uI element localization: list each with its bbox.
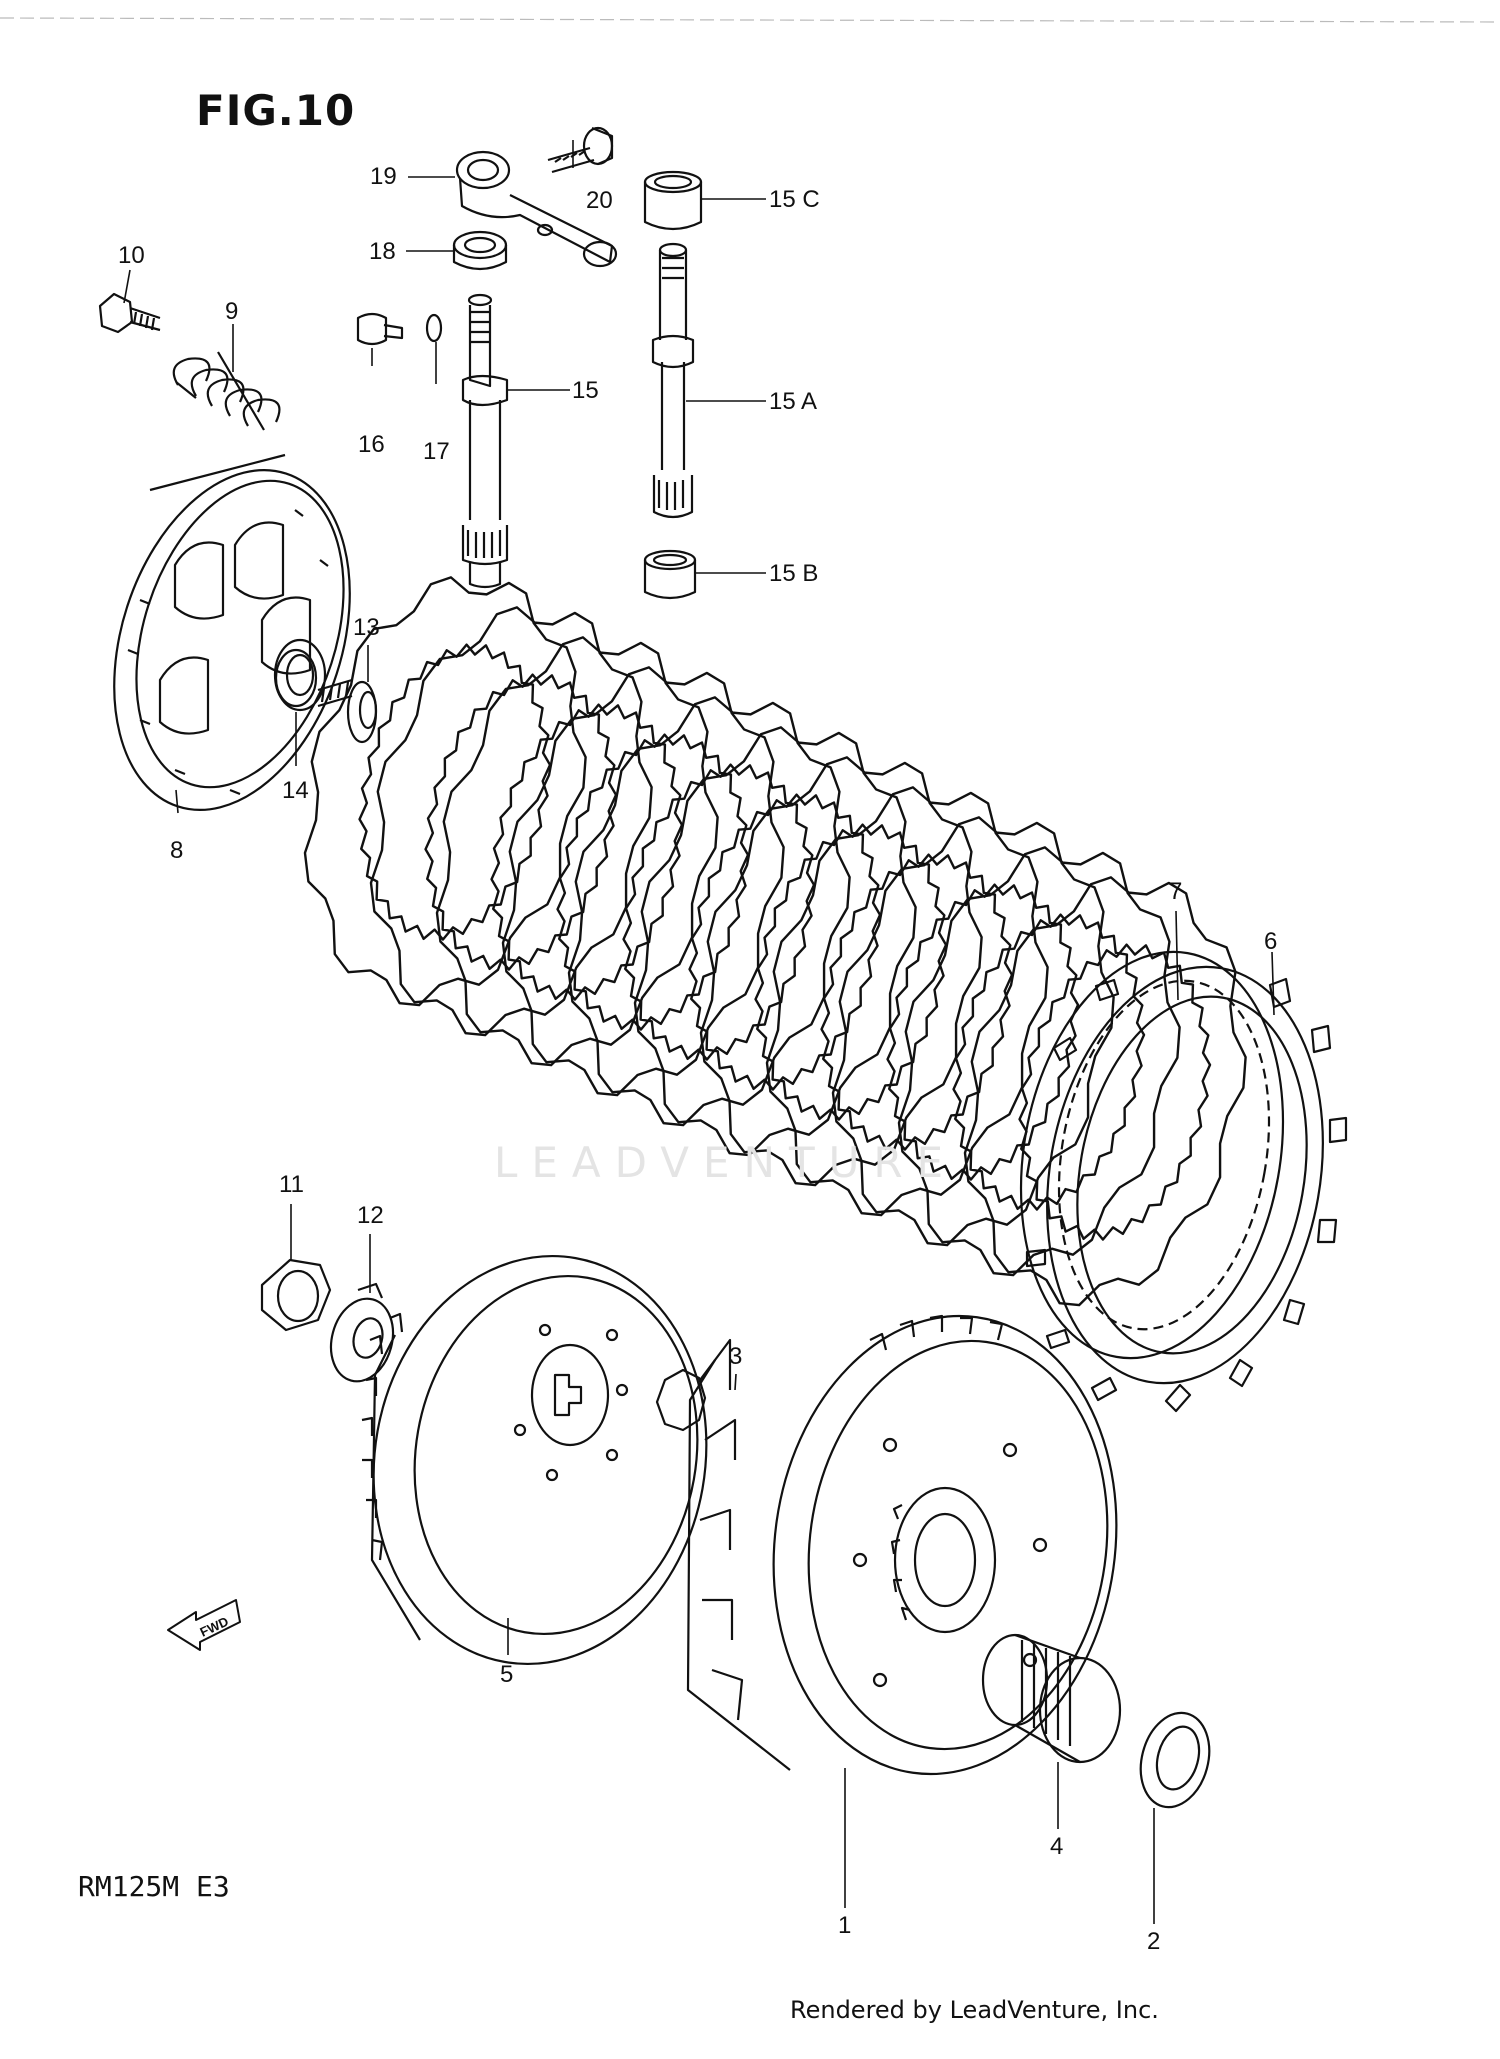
callout-6: 6 — [1264, 928, 1278, 955]
callout-4: 4 — [1050, 1833, 1064, 1860]
part-20-bolt — [547, 126, 614, 174]
part-5-sleeve-hub — [361, 1254, 708, 1666]
part-11-nut — [260, 1258, 332, 1332]
part-6-friction-plate — [1025, 965, 1348, 1413]
clutch-plate — [633, 726, 917, 1157]
clutch-plate — [435, 636, 719, 1067]
callout-15: 15 — [572, 377, 599, 404]
fwd-arrow-icon: FWD — [167, 1599, 241, 1651]
callout-15b: 15 B — [769, 560, 819, 587]
part-3-thrust-washer — [655, 1368, 707, 1432]
part-13-push-piece — [317, 678, 378, 744]
callout-leader-lines — [123, 140, 1275, 1924]
part-15-shaft — [461, 293, 509, 589]
part-4-needle-bearing — [981, 1633, 1122, 1764]
part-16-bolt — [356, 312, 404, 346]
part-9-spring — [172, 351, 281, 431]
part-19-release-lever — [455, 150, 618, 268]
part-1-clutch-housing — [686, 1314, 1118, 1776]
callout-7: 7 — [1169, 878, 1183, 905]
callout-18: 18 — [369, 238, 396, 265]
callout-14: 14 — [282, 777, 309, 804]
clutch-plate — [831, 816, 1115, 1247]
part-14-bearing — [274, 648, 318, 708]
part-12-lock-washer — [329, 1282, 395, 1383]
callout-1: 1 — [838, 1912, 852, 1939]
callout-20: 20 — [586, 187, 613, 214]
part-10-bolt — [98, 292, 161, 334]
render-credit: Rendered by LeadVenture, Inc. — [790, 1996, 1159, 2024]
callout-17: 17 — [423, 438, 450, 465]
figure-title: FIG.10 — [196, 86, 356, 135]
part-17-washer — [425, 313, 443, 343]
callout-11: 11 — [279, 1171, 304, 1198]
callout-15c: 15 C — [769, 186, 820, 213]
model-code: RM125M E3 — [78, 1870, 230, 1903]
clutch-plate — [963, 876, 1247, 1307]
callout-16: 16 — [358, 431, 385, 458]
callout-19: 19 — [370, 163, 397, 190]
callout-9: 9 — [225, 298, 239, 325]
part-15b-bearing — [643, 549, 697, 600]
clutch-plate — [699, 756, 983, 1187]
callout-10: 10 — [118, 242, 145, 269]
clutch-plate — [369, 606, 653, 1037]
part-15a-shaft — [651, 242, 695, 519]
callout-2: 2 — [1147, 1928, 1161, 1955]
callout-3: 3 — [729, 1343, 743, 1370]
clutch-plate — [303, 576, 587, 1007]
watermark: LEADVENTURE — [494, 1138, 958, 1187]
part-15c-bearing — [643, 170, 703, 231]
clutch-plate — [567, 696, 851, 1127]
part-18-seal — [452, 230, 508, 271]
part-2-washer — [1139, 1711, 1211, 1809]
callout-13: 13 — [353, 614, 380, 641]
clutch-plate — [765, 786, 1049, 1217]
callout-8: 8 — [170, 837, 184, 864]
clutch-plate — [501, 666, 785, 1097]
part-8-pressure-plate — [113, 453, 351, 811]
clutch-plate — [897, 846, 1181, 1277]
callout-15a: 15 A — [769, 388, 818, 415]
callout-12: 12 — [357, 1202, 384, 1229]
part-7-driven-plate — [1019, 950, 1285, 1360]
clutch-plate-stack — [303, 576, 1247, 1307]
callout-5: 5 — [500, 1661, 514, 1688]
